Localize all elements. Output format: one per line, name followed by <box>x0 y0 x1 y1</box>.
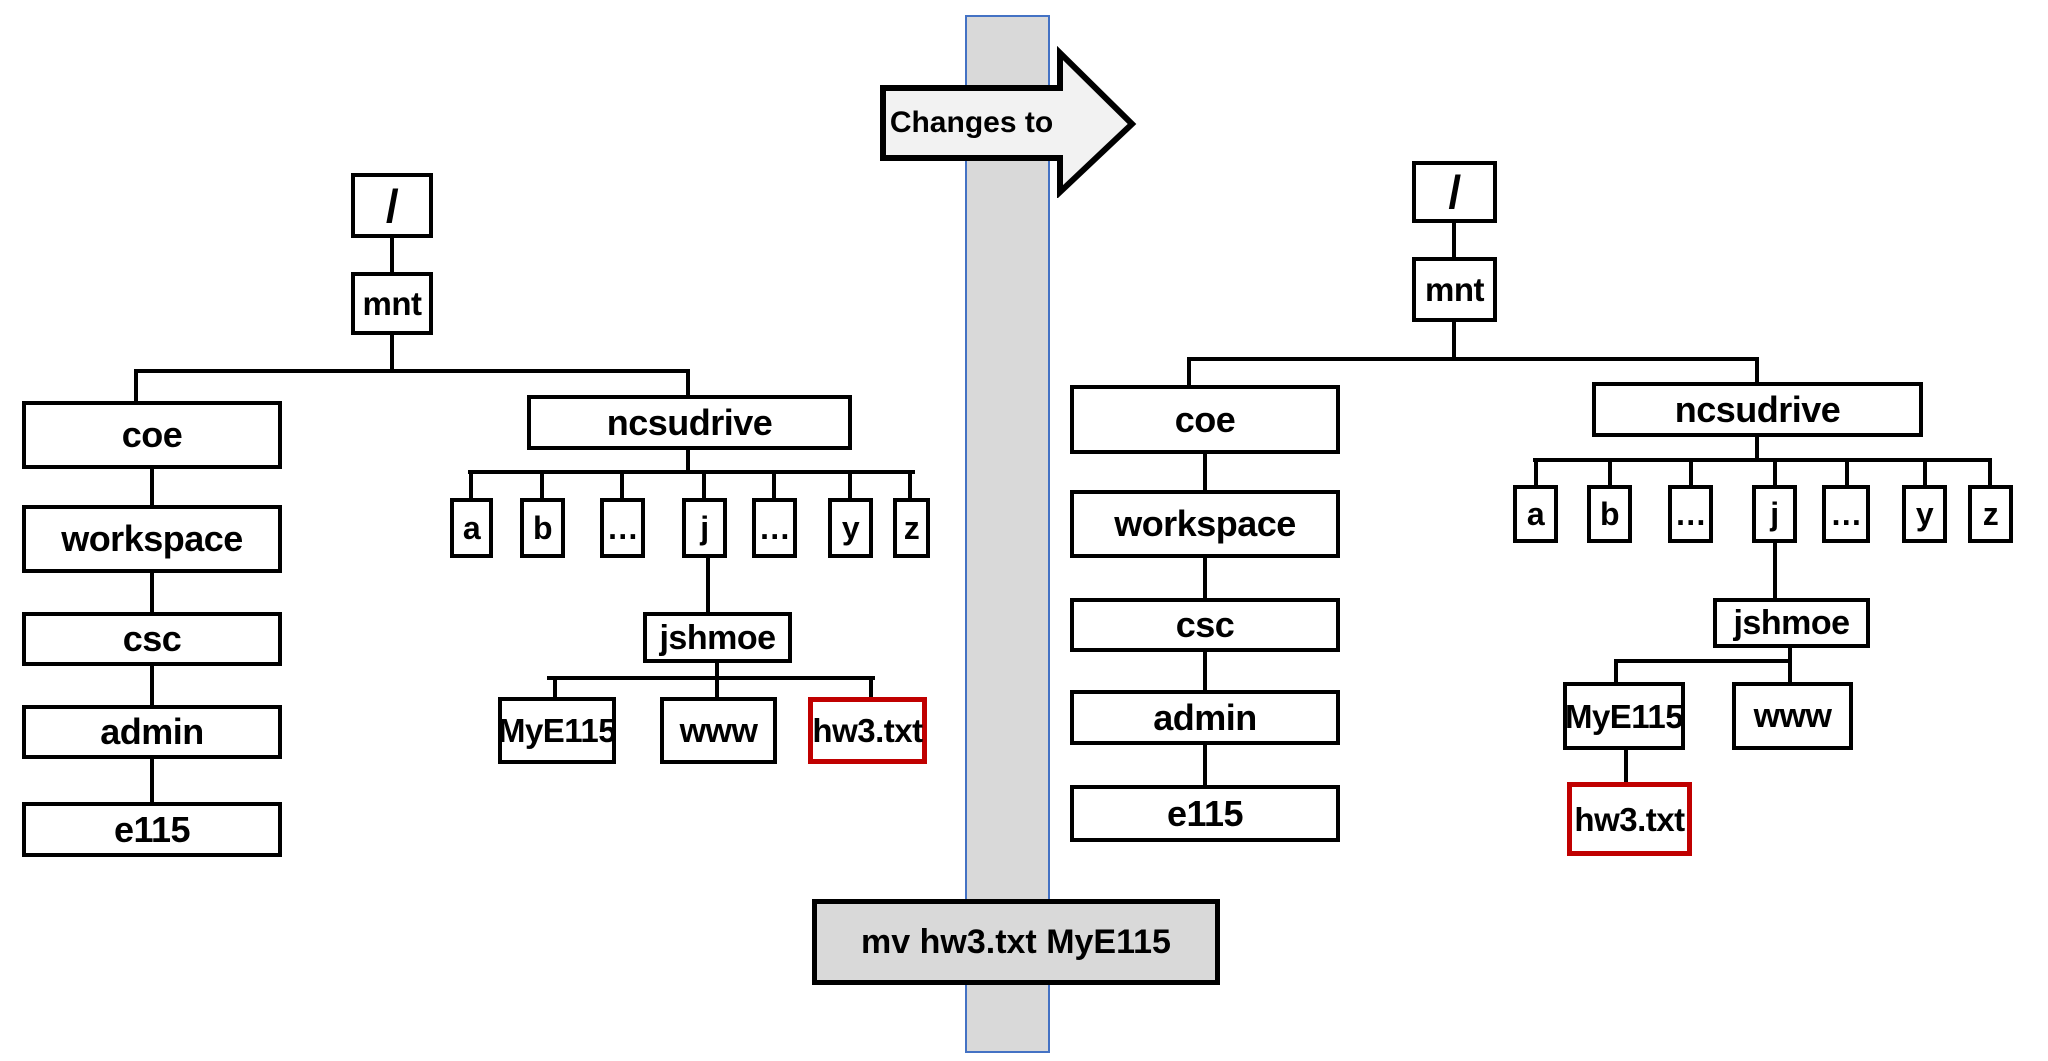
connector-line <box>1923 458 1927 485</box>
command-box: mv hw3.txt MyE115 <box>812 899 1220 985</box>
connector-line <box>1689 458 1693 485</box>
connector-line <box>1534 458 1538 485</box>
connector-line <box>390 335 394 373</box>
right-node-csc: csc <box>1070 598 1340 652</box>
right-node-z: z <box>1968 485 2013 543</box>
connector-line <box>540 470 544 498</box>
right-node-j: j <box>1752 485 1797 543</box>
connector-line <box>772 470 776 498</box>
connector-line <box>390 238 394 272</box>
right-node-admin: admin <box>1070 690 1340 745</box>
right-node-y: y <box>1902 485 1947 543</box>
connector-line <box>1452 322 1456 357</box>
right-node-mnt: mnt <box>1412 257 1497 322</box>
right-node-b: b <box>1587 485 1632 543</box>
left-node-mye115: MyE115 <box>498 697 617 764</box>
divider-bar <box>965 15 1050 1053</box>
connector-line <box>1614 659 1618 682</box>
connector-line <box>706 558 710 612</box>
right-node-ncsudrive: ncsudrive <box>1592 382 1923 437</box>
left-node-hw3-highlighted: hw3.txt <box>808 697 927 764</box>
right-node-root: / <box>1412 161 1497 223</box>
connector-line <box>1845 458 1849 485</box>
right-node-ellipsis-1: … <box>1668 485 1713 543</box>
left-node-ellipsis-1: … <box>600 498 645 558</box>
connector-line <box>1773 458 1777 485</box>
connector-line <box>1187 357 1191 385</box>
left-node-y: y <box>828 498 873 558</box>
right-node-hw3-highlighted: hw3.txt <box>1567 782 1692 856</box>
left-node-workspace: workspace <box>22 505 282 573</box>
connector-line <box>553 676 557 697</box>
right-arrow-icon <box>880 45 1137 199</box>
changes-to-arrow <box>878 45 1140 199</box>
right-node-e115: e115 <box>1070 785 1340 842</box>
connector-line <box>134 369 690 373</box>
left-node-z: z <box>893 498 930 558</box>
connector-line <box>1755 357 1759 382</box>
connector-line <box>1788 648 1792 682</box>
right-node-a: a <box>1513 485 1558 543</box>
connector-line <box>869 676 873 697</box>
left-node-www: www <box>660 697 777 764</box>
left-node-ellipsis-2: … <box>752 498 797 558</box>
right-node-mye115: MyE115 <box>1563 682 1685 750</box>
connector-line <box>547 676 875 680</box>
connector-line <box>1203 454 1207 490</box>
connector-line <box>468 470 915 474</box>
left-node-j: j <box>682 498 727 558</box>
connector-line <box>150 469 154 505</box>
connector-line <box>1187 357 1759 361</box>
connector-line <box>1988 458 1992 485</box>
changes-to-label: Changes to <box>889 106 1054 139</box>
connector-line <box>686 450 690 474</box>
connector-line <box>686 369 690 395</box>
right-node-jshmoe: jshmoe <box>1713 598 1870 648</box>
left-node-jshmoe: jshmoe <box>643 612 792 663</box>
left-node-b: b <box>520 498 565 558</box>
left-node-ncsudrive: ncsudrive <box>527 395 852 450</box>
connector-line <box>1203 652 1207 690</box>
left-node-a: a <box>450 498 493 558</box>
left-node-root: / <box>351 173 433 238</box>
connector-line <box>1773 543 1777 598</box>
connector-line <box>150 666 154 705</box>
command-text: mv hw3.txt MyE115 <box>861 922 1171 961</box>
right-node-coe: coe <box>1070 385 1340 454</box>
connector-line <box>908 470 912 498</box>
right-node-ellipsis-2: … <box>1822 485 1870 543</box>
connector-line <box>715 663 719 680</box>
connector-line <box>702 470 706 498</box>
connector-line <box>134 369 138 401</box>
connector-line <box>620 470 624 498</box>
left-node-mnt: mnt <box>351 272 433 335</box>
connector-line <box>1203 558 1207 598</box>
connector-line <box>1608 458 1612 485</box>
connector-line <box>1755 437 1759 462</box>
left-node-admin: admin <box>22 705 282 759</box>
left-node-e115: e115 <box>22 802 282 857</box>
connector-line <box>1203 745 1207 785</box>
right-node-www: www <box>1732 682 1853 750</box>
connector-line <box>150 759 154 802</box>
connector-line <box>1452 223 1456 257</box>
connector-line <box>1533 458 1992 462</box>
left-node-coe: coe <box>22 401 282 469</box>
connector-line <box>1624 750 1628 782</box>
connector-line <box>469 470 473 498</box>
right-node-workspace: workspace <box>1070 490 1340 558</box>
left-node-csc: csc <box>22 612 282 666</box>
connector-line <box>715 676 719 697</box>
connector-line <box>1614 659 1792 663</box>
connector-line <box>848 470 852 498</box>
connector-line <box>150 573 154 612</box>
